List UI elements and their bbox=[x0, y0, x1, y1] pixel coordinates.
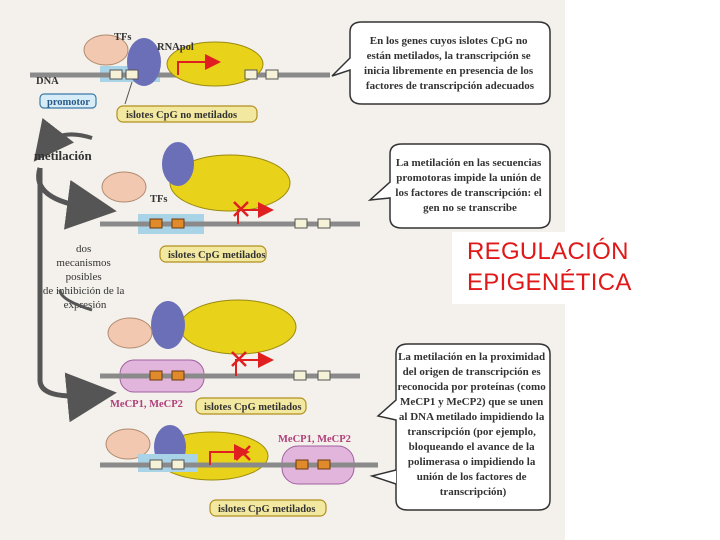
methylated-cpg bbox=[149, 218, 163, 229]
small-arrow bbox=[58, 289, 93, 312]
label-islotes-metilados-4: islotes CpG metilados bbox=[218, 504, 315, 515]
methylated-cpg bbox=[317, 459, 331, 470]
figure-svg: TFs RNApol DNA promotor islotes CpG no m… bbox=[30, 21, 551, 517]
cpg-box bbox=[317, 218, 331, 229]
islotes-tag bbox=[159, 245, 267, 263]
rnapol-blue bbox=[162, 142, 194, 186]
blocked-arrow bbox=[209, 444, 250, 465]
speech-bubble-2: La metilación en las secuencias promotor… bbox=[367, 143, 551, 229]
cpg-box bbox=[317, 370, 331, 381]
blocked-arrow bbox=[235, 352, 274, 376]
rnapol-blue bbox=[151, 301, 185, 349]
panel-unmethylated: TFs RNApol DNA promotor islotes CpG no m… bbox=[30, 32, 330, 123]
cpg-box bbox=[125, 69, 139, 80]
bubble-2-text: La metilación en las secuencias promotor… bbox=[395, 157, 544, 214]
cpg-box bbox=[265, 69, 279, 80]
epigenetic-regulation-figure: TFs RNApol DNA promotor islotes CpG no m… bbox=[0, 0, 565, 540]
tf-protein bbox=[107, 317, 153, 349]
label-islotes-metilados-2: islotes CpG metilados bbox=[168, 250, 265, 261]
title-line-2: EPIGENÉTICA bbox=[467, 269, 632, 296]
panel-mecp-transcribed: MeCP1, MeCP2 islotes CpG metilados bbox=[100, 425, 378, 517]
side-annotations: metilación dos mecanismos posibles de in… bbox=[33, 117, 125, 423]
islotes-tag bbox=[209, 499, 327, 517]
promotor-tag bbox=[39, 93, 97, 109]
block-x bbox=[233, 201, 249, 217]
label-islotes-metilados-3: islotes CpG metilados bbox=[204, 402, 301, 413]
label-mecp-right: MeCP1, MeCP2 bbox=[278, 434, 351, 445]
side-text-bg bbox=[52, 238, 118, 324]
bubble-3-tail-2 bbox=[369, 469, 397, 485]
title-line-1: REGULACIÓN bbox=[467, 238, 629, 265]
pointer-line bbox=[124, 81, 133, 105]
islotes-tag bbox=[116, 105, 258, 123]
transcription-arrow bbox=[177, 54, 221, 75]
label-mecp-left: MeCP1, MeCP2 bbox=[110, 399, 183, 410]
methylated-cpg bbox=[171, 370, 185, 381]
slide-title: REGULACIÓN EPIGENÉTICA bbox=[467, 236, 632, 298]
long-arrow-mechanisms bbox=[37, 168, 117, 423]
label-dna: DNA bbox=[36, 76, 59, 87]
label-metilacion: metilación bbox=[34, 148, 93, 163]
methylated-cpg bbox=[171, 218, 185, 229]
cpg-box bbox=[244, 69, 258, 80]
bubble-1-text: En los genes cuyos islotes CpG no están … bbox=[364, 35, 536, 92]
methylated-cpg bbox=[295, 459, 309, 470]
speech-bubble-1: En los genes cuyos islotes CpG no están … bbox=[331, 21, 551, 105]
cpg-box bbox=[293, 370, 307, 381]
speech-bubble-3: La metilación en la proximidad del orige… bbox=[369, 343, 551, 511]
label-tfs: TFs bbox=[114, 32, 132, 43]
block-x bbox=[231, 351, 247, 367]
label-tfs-2: TFs bbox=[150, 194, 168, 205]
panel-mecp-promoter: MeCP1, MeCP2 islotes CpG metilados bbox=[100, 299, 360, 415]
title-backdrop bbox=[452, 232, 720, 304]
tf-protein bbox=[105, 428, 151, 460]
curved-arrow-methylation bbox=[36, 167, 117, 230]
label-islotes-no-metilados: islotes CpG no metilados bbox=[126, 110, 237, 121]
cpg-box bbox=[149, 459, 163, 470]
cpg-box bbox=[171, 459, 185, 470]
rnapol-yellow bbox=[179, 299, 297, 355]
panel-methylated-promoter: TFs islotes CpG metilados bbox=[100, 142, 360, 263]
tf-protein bbox=[101, 171, 147, 203]
methylated-cpg bbox=[149, 370, 163, 381]
blocked-arrow bbox=[237, 202, 274, 224]
block-x bbox=[235, 445, 251, 461]
label-promotor: promotor bbox=[47, 97, 90, 108]
bubble-3-text: La metilación en la proximidad del orige… bbox=[398, 351, 549, 498]
curved-arrow-top bbox=[33, 117, 93, 162]
cpg-box bbox=[294, 218, 308, 229]
islotes-tag bbox=[195, 397, 307, 415]
cpg-box bbox=[109, 69, 123, 80]
label-rnapol: RNApol bbox=[157, 42, 194, 53]
tf-protein bbox=[83, 34, 129, 66]
